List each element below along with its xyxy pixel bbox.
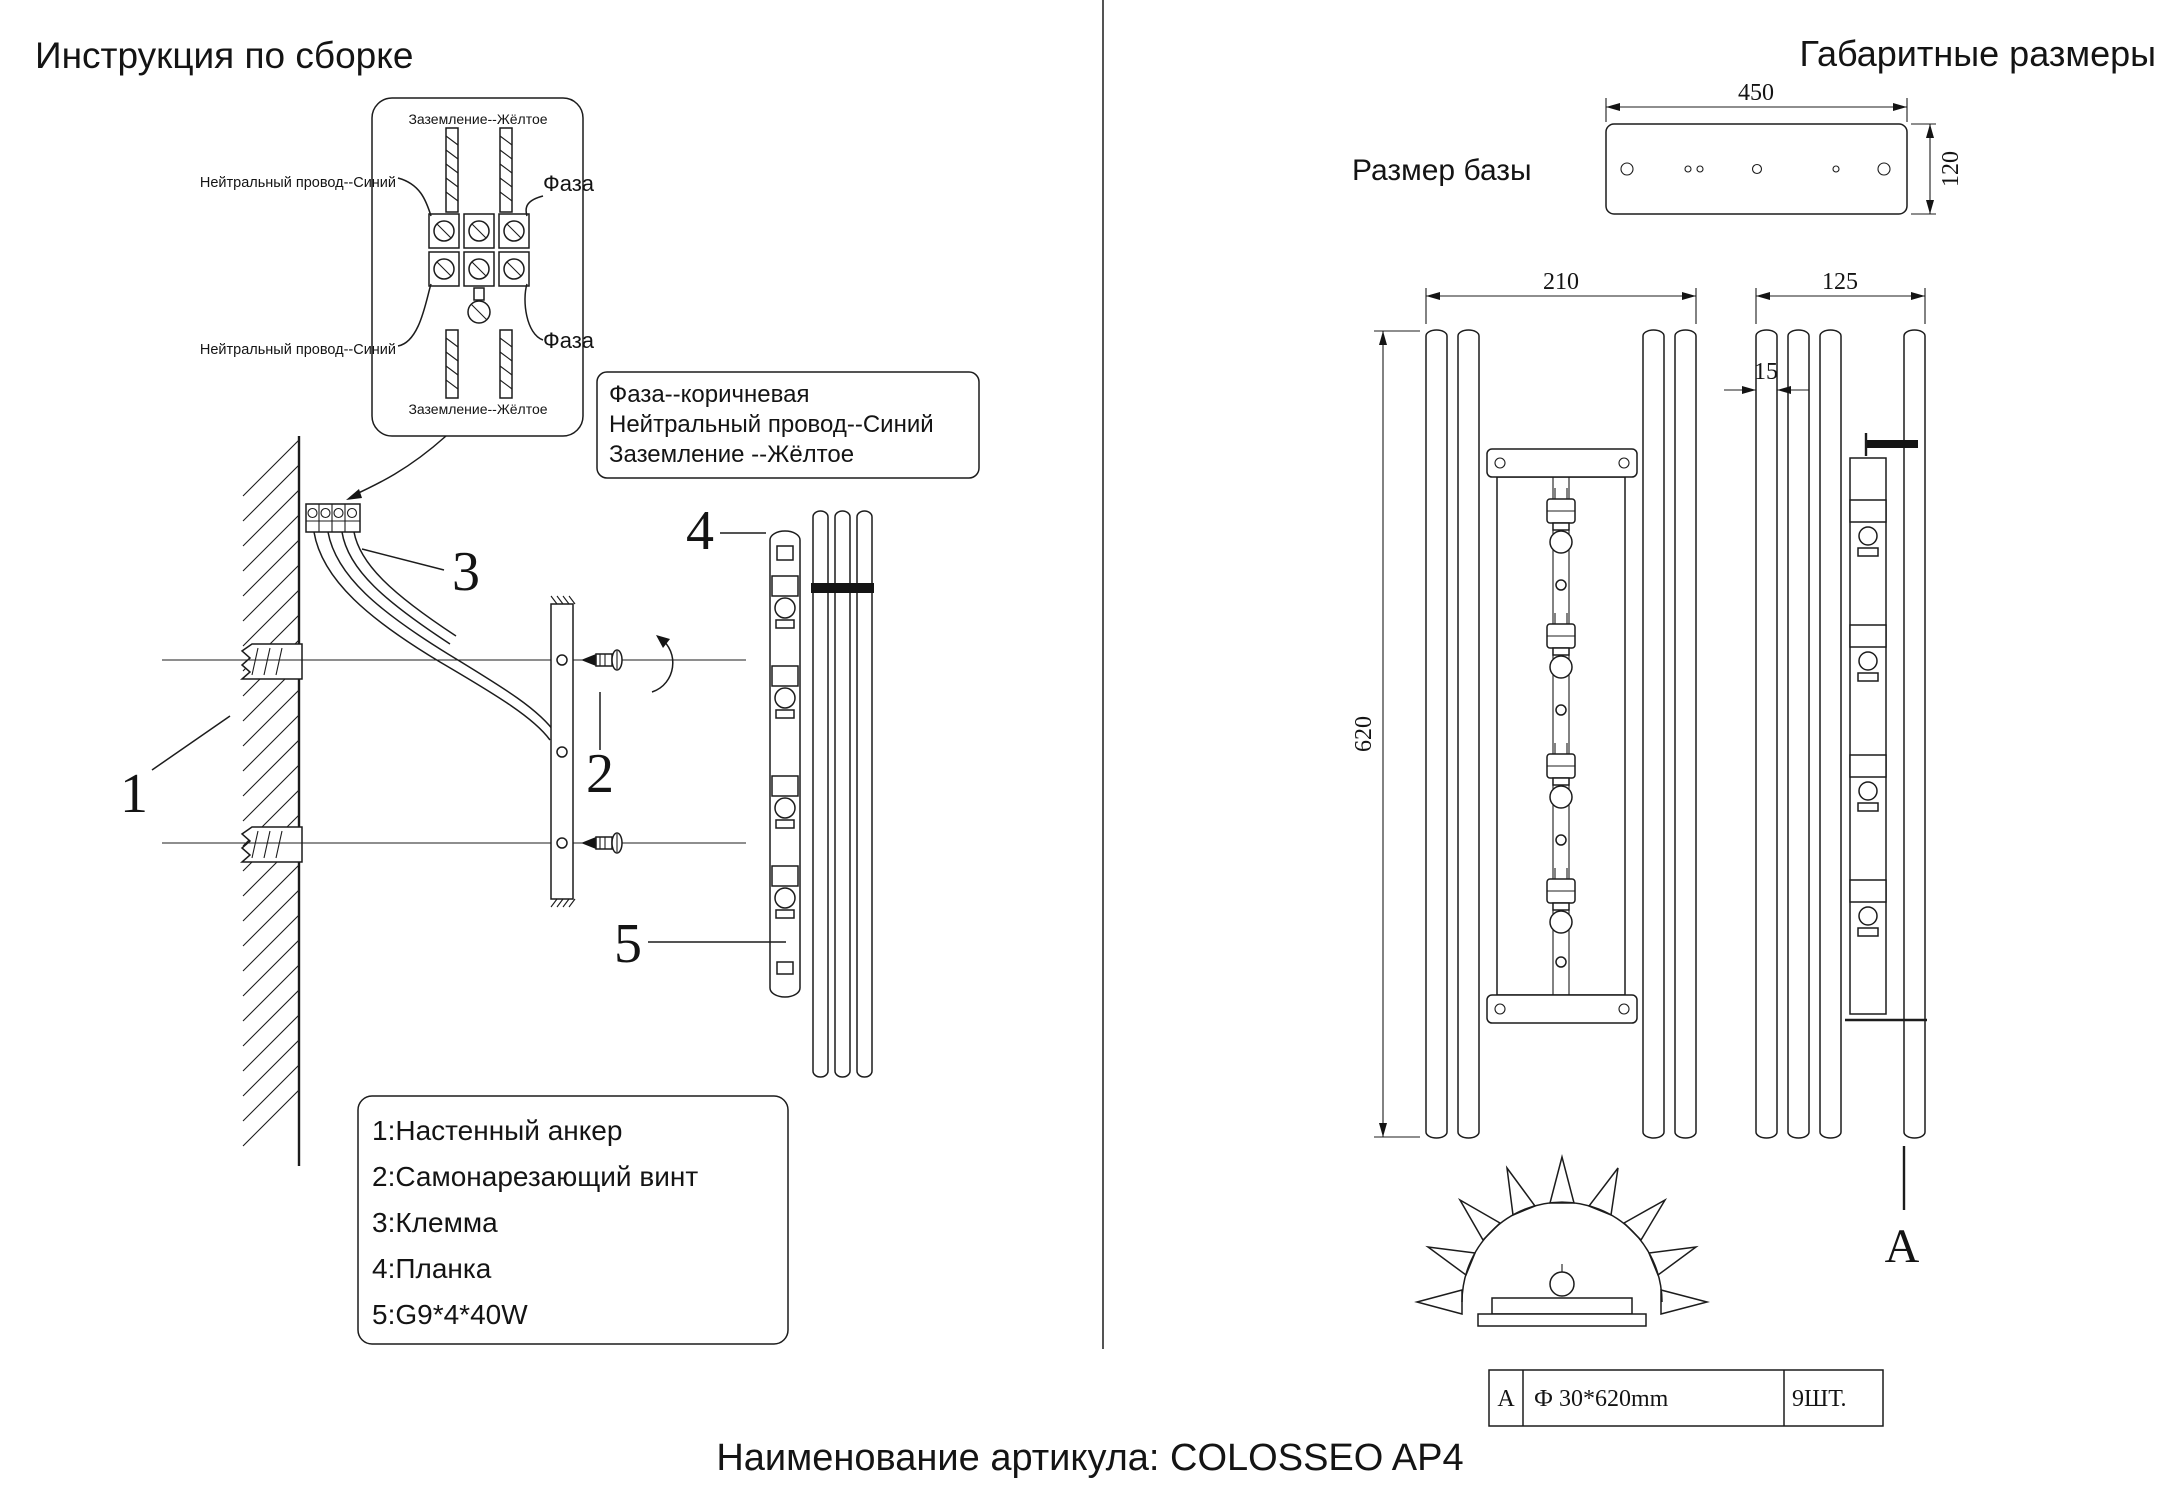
base-top-view: 450 120	[1605, 80, 1964, 215]
wall-section	[242, 436, 301, 1166]
lamp-tube	[812, 510, 829, 1078]
assembly-title: Инструкция по сборке	[35, 35, 413, 76]
parts-legend: 1:Настенный анкер 2:Самонарезающий винт …	[357, 1095, 789, 1345]
base-size-label: Размер базы	[1352, 154, 1532, 187]
lamp-tube	[1425, 329, 1448, 1139]
lamp-tube	[1642, 329, 1665, 1139]
lamp-tube	[1755, 329, 1778, 1139]
side-socket-unit	[1849, 499, 1887, 557]
bulb-unit	[1546, 613, 1576, 679]
socket-unit	[771, 865, 799, 919]
article-caption: Наименование артикула: COLOSSEO AP4	[716, 1437, 1463, 1479]
phase-bottom-label: Фаза	[543, 328, 595, 353]
socket-unit	[771, 575, 799, 629]
center-bulb	[1549, 1271, 1575, 1297]
callout-2: 2	[586, 743, 614, 805]
parts-item-1: 1:Настенный анкер	[372, 1115, 622, 1146]
parts-item-3: 3:Клемма	[372, 1207, 498, 1238]
table-cell-section: A	[1497, 1386, 1515, 1412]
screw-bottom	[581, 832, 623, 854]
lamp-tube	[1457, 329, 1480, 1139]
wiring-color-legend: Фаза--коричневая Нейтральный провод--Син…	[596, 371, 980, 479]
bulb-unit	[1546, 488, 1576, 554]
legend-line-1: Фаза--коричневая	[609, 381, 809, 408]
axis-lines	[162, 659, 746, 844]
tube-band	[811, 583, 874, 593]
spec-table: A Ф 30*620mm 9ШТ.	[1488, 1369, 1884, 1427]
lamp-tube	[856, 510, 873, 1078]
neutral-bottom-label: Нейтральный провод--Синий	[200, 342, 396, 358]
bulb-unit	[1546, 743, 1576, 809]
dim-450: 450	[1738, 80, 1774, 106]
table-cell-qty: 9ШТ.	[1792, 1386, 1846, 1412]
mounting-plate	[550, 595, 576, 908]
callout-3: 3	[452, 541, 480, 603]
dim-125: 125	[1822, 269, 1858, 295]
bottom-view	[1414, 1154, 1710, 1327]
terminal-connector	[305, 503, 557, 741]
parts-item-4: 4:Планка	[372, 1253, 492, 1284]
side-socket-unit	[1849, 754, 1887, 812]
callout-labels: 1 2 3 4 5	[120, 500, 786, 975]
lamp-exploded	[769, 510, 874, 1078]
screw-top	[581, 649, 623, 671]
dim-210: 210	[1543, 269, 1579, 295]
mounting-pin	[1866, 440, 1918, 448]
dimensions-view: Габаритные размеры Размер базы 450 120	[1351, 33, 2156, 1427]
side-socket-unit	[1849, 879, 1887, 937]
front-view: 210 620	[1351, 269, 1697, 1139]
table-cell-size: Ф 30*620mm	[1534, 1386, 1669, 1412]
bulb-unit	[1546, 868, 1576, 934]
callout-1: 1	[120, 763, 148, 825]
side-socket-unit	[1849, 624, 1887, 682]
lamp-tube	[1787, 329, 1810, 1139]
socket-unit	[771, 665, 799, 719]
rotation-arrow	[651, 635, 674, 693]
section-label: A	[1885, 1146, 1920, 1273]
assembly-view: Инструкция по сборке	[35, 35, 980, 1345]
side-view: 125 15	[1724, 269, 1927, 1139]
parts-item-2: 2:Самонарезающий винт	[372, 1161, 698, 1192]
lamp-tube	[1819, 329, 1842, 1139]
dim-120: 120	[1938, 151, 1964, 187]
neutral-top-label: Нейтральный провод--Синий	[200, 175, 396, 191]
callout-4: 4	[686, 500, 714, 562]
parts-item-5: 5:G9*4*40W	[372, 1299, 528, 1330]
lamp-tube	[834, 510, 851, 1078]
balloon-arrow	[351, 435, 447, 497]
wiring-detail: Заземление--Жёлтое Нейтральный провод--С…	[200, 97, 595, 500]
socket-unit	[771, 775, 799, 829]
phase-top-label: Фаза	[543, 171, 595, 196]
legend-line-2: Нейтральный провод--Синий	[609, 411, 934, 438]
section-letter: A	[1885, 1220, 1920, 1273]
wall-anchor-bottom	[240, 826, 303, 863]
dim-620: 620	[1351, 716, 1377, 752]
callout-5: 5	[614, 913, 642, 975]
wall-anchor-top	[240, 643, 303, 680]
legend-line-3: Заземление --Жёлтое	[609, 441, 854, 468]
ground-bottom-label: Заземление--Жёлтое	[408, 401, 547, 417]
lamp-tube	[1903, 329, 1926, 1139]
dimensions-title: Габаритные размеры	[1799, 33, 2156, 74]
dim-15: 15	[1754, 359, 1778, 385]
lamp-tube	[1674, 329, 1697, 1139]
ground-top-label: Заземление--Жёлтое	[408, 111, 547, 127]
